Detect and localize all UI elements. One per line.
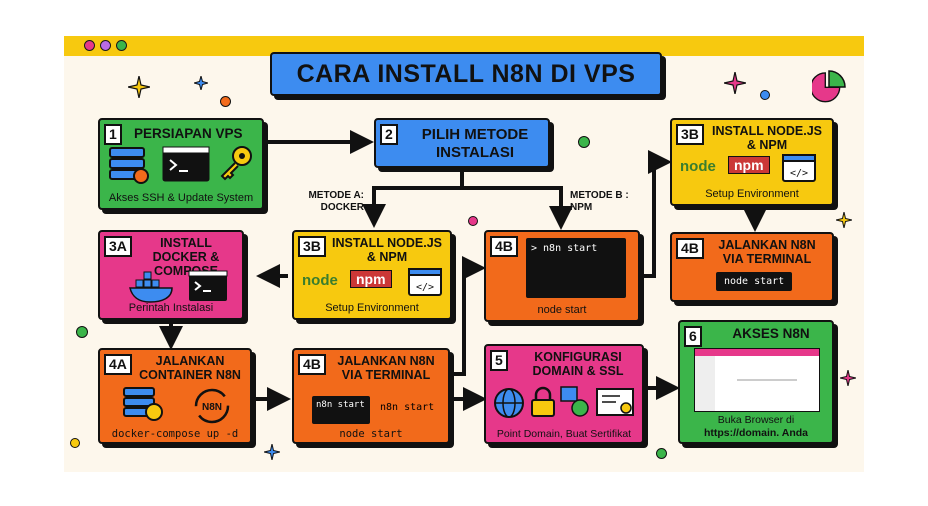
- window-dot-purple: [100, 40, 111, 51]
- step-6-tag: 6: [684, 326, 702, 347]
- arrow-2-split-b: [462, 186, 573, 230]
- step-3b-mid-title: INSTALL NODE.JS & NPM: [332, 236, 442, 264]
- step-3a-title: INSTALL DOCKER & COMPOSE: [152, 236, 220, 278]
- code-icon: </>: [408, 268, 442, 296]
- step-5-caption: Point Domain, Buat Sertifikat: [496, 428, 632, 440]
- arrow-4b-to-term: [450, 256, 486, 376]
- n8n-cycle-icon: N8N: [194, 388, 230, 424]
- code-icon: </>: [782, 154, 816, 182]
- terminal-window: n8n start: [312, 396, 370, 424]
- step-3b-right-card: 3B INSTALL NODE.JS & NPM node npm </> Se…: [670, 118, 834, 206]
- npm-logo: npm: [350, 270, 392, 288]
- sparkle-icon: [128, 76, 150, 98]
- step-5-tag: 5: [490, 350, 508, 371]
- svg-text:N8N: N8N: [202, 402, 222, 413]
- step-6-caption: Buka Browser di: [717, 414, 795, 426]
- step-3b-right-caption: Setup Environment: [705, 188, 799, 200]
- step-1-tag: 1: [104, 124, 122, 145]
- circle-decoration: [656, 448, 667, 459]
- nodejs-logo: node: [680, 158, 716, 175]
- circle-decoration: [760, 90, 770, 100]
- sparkle-icon: [836, 212, 852, 228]
- step-3b-mid-card: 3B INSTALL NODE.JS & NPM node npm </> Se…: [292, 230, 452, 320]
- lock-icon: [531, 386, 555, 417]
- top-bar: [64, 36, 864, 56]
- globe-icon: [494, 388, 524, 418]
- step-6-url: https://domain. Anda: [703, 427, 809, 439]
- step-4a-caption: docker-compose up -d: [111, 428, 239, 440]
- step-4b-bottom-caption: node start: [339, 428, 403, 440]
- step-2-title: PILIH METODE INSTALASI: [421, 126, 529, 161]
- step-4a-title: JALANKAN CONTAINER N8N: [139, 354, 241, 382]
- page-title: CARA INSTALL N8N DI VPS: [296, 59, 636, 88]
- terminal-command: node start: [716, 272, 793, 291]
- step-2-card: 2 PILIH METODE INSTALASI: [374, 118, 550, 168]
- translate-icon: [560, 386, 589, 417]
- terminal-side-text: n8n start: [380, 402, 435, 413]
- step-4a-tag: 4A: [104, 354, 132, 375]
- step-4a-card: 4A JALANKAN CONTAINER N8N N8N docker-com…: [98, 348, 252, 444]
- step-3a-card: 3A INSTALL DOCKER & COMPOSE Perintah Ins…: [98, 230, 244, 320]
- step-1-title: PERSIAPAN VPS: [134, 126, 243, 141]
- step-5-title: KONFIGURASI DOMAIN & SSL: [532, 350, 624, 378]
- key-icon: [220, 146, 252, 181]
- circle-decoration: [76, 326, 88, 338]
- step-3b-mid-tag: 3B: [298, 236, 326, 257]
- window-dot-pink: [84, 40, 95, 51]
- svg-text:</>: </>: [790, 168, 808, 179]
- sparkle-icon: [840, 370, 856, 386]
- step-3b-right-title: INSTALL NODE.JS & NPM: [712, 124, 822, 152]
- page-title-banner: CARA INSTALL N8N DI VPS: [270, 52, 662, 96]
- svg-text:</>: </>: [416, 282, 434, 293]
- sparkle-icon: [724, 72, 746, 94]
- certificate-icon: [596, 388, 634, 416]
- window-dot-green: [116, 40, 127, 51]
- circle-decoration: [578, 136, 590, 148]
- connector-arrows: [159, 130, 767, 411]
- step-4b-right-title: JALANKAN N8N VIA TERMINAL: [718, 238, 816, 266]
- docker-icon: [129, 271, 173, 303]
- circle-decoration: [468, 216, 478, 226]
- step-4b-right-tag: 4B: [676, 238, 704, 259]
- terminal-window: > n8n start: [526, 238, 626, 298]
- npm-logo: npm: [728, 156, 770, 174]
- sparkle-icon: [194, 76, 208, 90]
- step-3a-caption: Perintah Instalasi: [128, 302, 214, 314]
- step-1-card: 1 PERSIAPAN VPS Akses SSH & Update Syste…: [98, 118, 264, 210]
- step-4b-terminal-caption: node start: [537, 304, 587, 316]
- browser-window: [694, 348, 820, 412]
- step-4b-bottom-title: JALANKAN N8N VIA TERMINAL: [337, 354, 435, 382]
- branch-label-a: METODE A: DOCKER: [308, 190, 364, 213]
- step-4b-terminal-tag: 4B: [490, 236, 518, 257]
- step-1-caption: Akses SSH & Update System: [108, 192, 254, 204]
- terminal-icon: [162, 146, 210, 182]
- pie-shape-decoration: [812, 70, 846, 103]
- server-icon: [109, 147, 149, 184]
- step-3b-right-tag: 3B: [676, 124, 704, 145]
- step-4b-bottom-tag: 4B: [298, 354, 326, 375]
- sparkle-icon: [264, 444, 280, 460]
- server-gear-icon: [123, 387, 163, 421]
- step-6-title: AKSES N8N: [732, 326, 810, 341]
- branch-label-b: METODE B : NPM: [570, 190, 629, 213]
- step-6-card: 6 AKSES N8N Buka Browser di https://doma…: [678, 320, 834, 444]
- step-4b-right-card: 4B JALANKAN N8N VIA TERMINAL node start: [670, 232, 834, 302]
- circle-decoration: [220, 96, 231, 107]
- circle-decoration: [70, 438, 80, 448]
- arrow-term-to-3b: [640, 150, 672, 278]
- step-2-tag: 2: [380, 124, 398, 145]
- step-3a-tag: 3A: [104, 236, 132, 257]
- step-4b-bottom-card: 4B JALANKAN N8N VIA TERMINAL n8n start n…: [292, 348, 450, 444]
- nodejs-logo: node: [302, 272, 338, 289]
- arrow-2-split: [362, 169, 464, 228]
- step-4b-terminal-card: 4B > n8n start node start: [484, 230, 640, 322]
- step-5-card: 5 KONFIGURASI DOMAIN & SSL Point Domain,…: [484, 344, 644, 444]
- step-3b-mid-caption: Setup Environment: [325, 302, 419, 314]
- terminal-icon: [188, 270, 228, 301]
- infographic-canvas: CARA INSTALL N8N DI VPS 1 PERSIAPAN VPS …: [64, 36, 864, 472]
